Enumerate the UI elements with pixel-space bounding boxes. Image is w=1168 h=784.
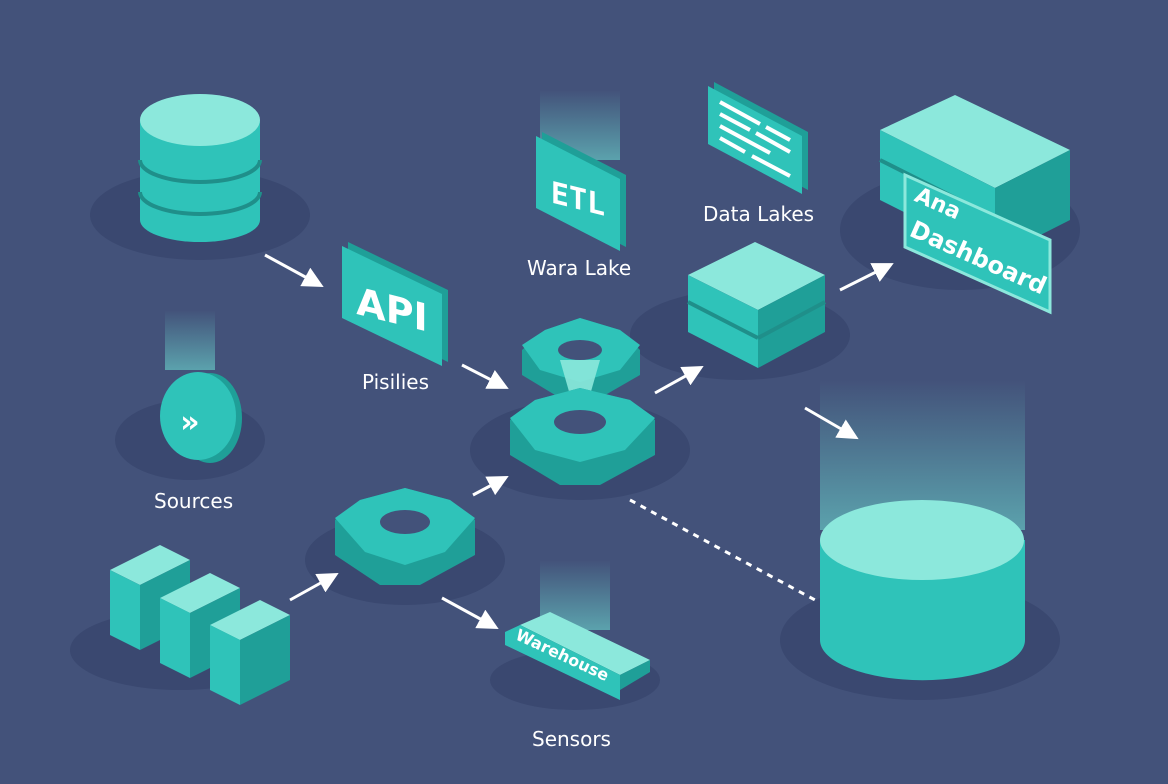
document-panel-icon	[708, 82, 808, 194]
dashboard-stack-icon: Dashboard Ana	[879, 95, 1070, 315]
flow-arrow	[654, 365, 704, 395]
gear-icon	[522, 318, 640, 430]
flow-arrow	[441, 596, 499, 630]
large-storage-cylinder-icon	[820, 380, 1025, 681]
api-card: API	[342, 242, 448, 366]
gear-icon	[335, 488, 475, 585]
flow-arrows	[264, 253, 894, 630]
dashed-connector	[629, 498, 816, 602]
source-disc-icon: »	[160, 310, 242, 463]
flow-arrow	[289, 572, 339, 602]
storage-stack-icon	[687, 242, 826, 368]
source-disc-glyph: »	[180, 405, 199, 440]
flow-arrow	[264, 253, 324, 288]
caption-pisilies: Pisilies	[362, 370, 429, 394]
flow-arrow	[804, 406, 859, 440]
etl-card: ETL	[536, 90, 626, 251]
flow-arrow	[472, 476, 509, 497]
database-icon	[138, 94, 262, 242]
caption-wara-lake: Wara Lake	[527, 256, 632, 280]
flow-arrow	[839, 263, 894, 292]
flow-arrow	[461, 363, 509, 389]
caption-data-lakes: Data Lakes	[703, 202, 815, 226]
gear-icon	[510, 388, 655, 485]
caption-sources: Sources	[154, 489, 234, 513]
caption-sensors: Sensors	[532, 727, 611, 751]
sensor-blocks-icon	[110, 545, 290, 705]
